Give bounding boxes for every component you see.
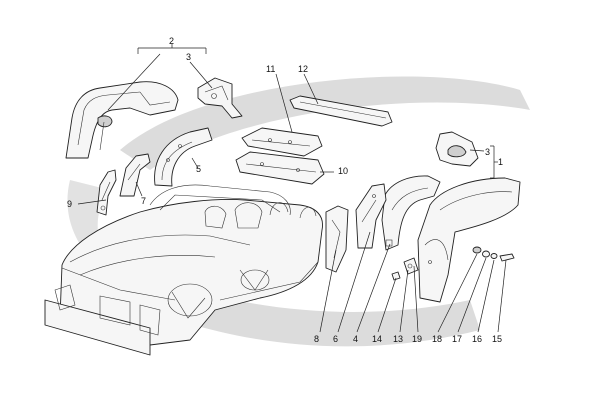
callout-4: 4 [353,334,358,344]
part-washer-18 [472,246,482,254]
callout-5: 5 [196,164,201,174]
callout-7: 7 [141,196,146,206]
callout-1: 1 [498,157,503,167]
leader-lines [77,44,507,333]
part-bracket-upper [197,77,243,119]
callout-9: 9 [67,199,72,209]
callout-15: 15 [492,334,502,344]
part-rocker-rail [289,95,393,127]
callout-3-rear: 3 [485,147,490,157]
callout-17: 17 [452,334,462,344]
callout-19: 19 [412,334,422,344]
callout-6: 6 [333,334,338,344]
part-hinge-19 [403,257,419,275]
callout-10: 10 [338,166,348,176]
part-rear-quarter-panel [417,177,521,303]
part-upper-rail [241,127,323,157]
callout-16: 16 [472,334,482,344]
part-floor-crossmember [235,151,325,185]
part-b-pillar [325,205,349,273]
callout-12: 12 [298,64,308,74]
callout-14: 14 [372,334,382,344]
callout-13: 13 [393,334,403,344]
callout-labels: 2 3 11 12 5 10 9 7 3 1 8 6 4 14 13 19 18… [67,36,503,344]
part-front-wheelhouse-assembly [65,81,179,159]
car-body-shell [44,184,323,356]
callout-3-upper: 3 [186,52,191,62]
part-clip-14 [391,271,401,281]
part-wheel-arch-liner [154,127,213,187]
callout-2: 2 [169,36,174,46]
part-side-bracket [119,153,151,197]
callout-11: 11 [266,64,275,74]
part-bolt-15 [499,253,515,262]
part-nut-17 [482,250,490,258]
part-a-pillar-reinforcement [96,169,117,216]
callout-8: 8 [314,334,319,344]
part-washer-16 [490,253,498,259]
part-bracket-rear [435,131,479,167]
part-inner-side-panel [355,183,387,249]
callout-18: 18 [432,334,442,344]
